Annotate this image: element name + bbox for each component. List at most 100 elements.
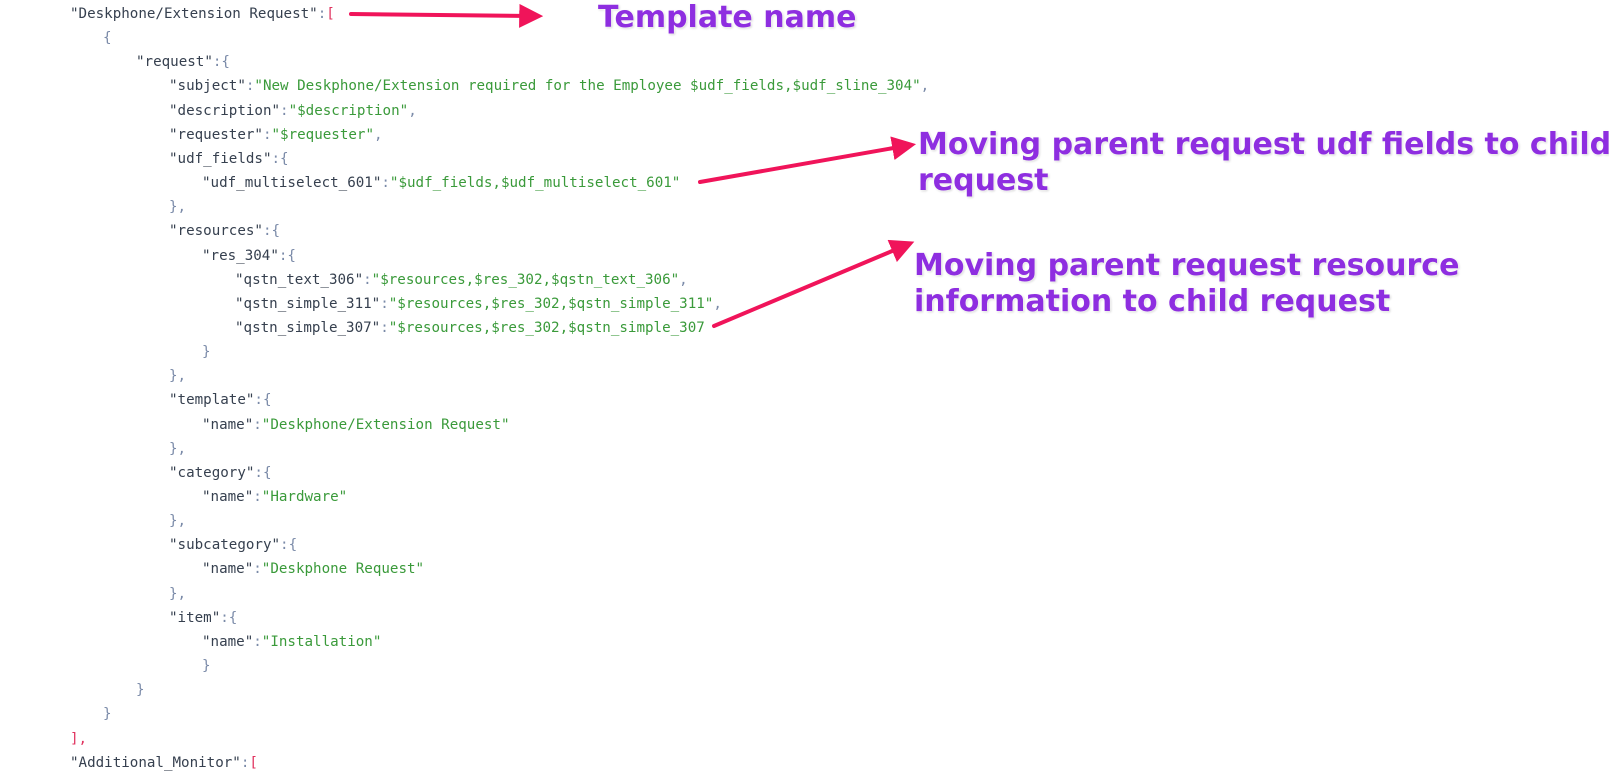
code-line: "resources":{ (169, 220, 280, 242)
code-punctuation: : (253, 489, 262, 505)
code-punctuation: }, (169, 199, 187, 216)
annotation-resources: Moving parent request resource informati… (914, 248, 1460, 319)
code-punctuation: : (245, 78, 255, 95)
code-punctuation: :{ (212, 54, 230, 71)
code-string: "$description" (288, 102, 409, 119)
code-key: "udf_fields" (169, 150, 272, 167)
code-line: "requester":"$requester", (169, 124, 383, 146)
code-punctuation: [ (249, 754, 258, 771)
code-line: { (103, 27, 112, 49)
code-punctuation: :{ (262, 223, 281, 240)
code-line: } (202, 341, 211, 363)
code-punctuation: , (408, 102, 417, 119)
code-punctuation: : (381, 175, 390, 192)
code-key: "name" (202, 489, 254, 505)
code-line: }, (169, 510, 186, 532)
code-string: "Hardware" (261, 489, 348, 505)
code-string: "$resources,$res_302,$qstn_text_306" (371, 271, 680, 288)
code-punctuation: } (103, 706, 112, 723)
code-key: "qstn_simple_311" (235, 295, 381, 312)
code-key: "name" (202, 561, 254, 578)
code-key: "qstn_text_306" (235, 271, 364, 288)
code-punctuation: [ (326, 6, 335, 22)
code-line: "name":"Hardware" (202, 486, 347, 508)
code-punctuation: , (374, 126, 383, 143)
code-string: "Deskphone/Extension Request" (261, 416, 510, 433)
code-key: "request" (136, 54, 213, 71)
code-punctuation: , (920, 78, 930, 95)
code-line: } (136, 679, 145, 701)
code-string: "Installation" (261, 633, 382, 650)
code-line: "category":{ (169, 462, 272, 484)
code-line: "name":"Installation" (202, 631, 381, 653)
code-key: "resources" (169, 223, 263, 240)
code-line: "template":{ (169, 389, 272, 411)
code-punctuation: : (253, 416, 262, 433)
code-key: "qstn_simple_307" (235, 319, 381, 336)
code-key: "Additional_Monitor" (70, 754, 241, 771)
code-key: "subject" (169, 78, 246, 95)
code-line: } (202, 655, 211, 677)
code-punctuation: : (253, 633, 262, 650)
code-punctuation: :{ (220, 609, 238, 626)
code-key: "udf_multiselect_601" (202, 175, 382, 192)
code-punctuation: } (202, 344, 211, 361)
code-key: "template" (169, 392, 255, 409)
code-punctuation: :{ (280, 537, 298, 554)
code-line: "udf_fields":{ (169, 148, 289, 170)
code-key: "description" (169, 102, 281, 119)
code-key: "res_304" (202, 247, 279, 264)
code-punctuation: : (317, 6, 327, 22)
code-punctuation: : (253, 561, 262, 578)
code-key: "requester" (169, 126, 263, 143)
code-line: "Additional_Monitor":[ (70, 752, 258, 774)
code-punctuation: }, (169, 585, 187, 602)
code-key: "item" (169, 609, 221, 626)
code-line: "qstn_simple_307":"$resources,$res_302,$… (235, 317, 705, 339)
code-punctuation: :{ (278, 247, 296, 264)
code-line: "qstn_text_306":"$resources,$res_302,$qs… (235, 269, 688, 291)
code-key: "name" (202, 633, 254, 650)
code-punctuation: , (679, 271, 688, 288)
code-string: "$requester" (271, 126, 375, 143)
code-line: }, (169, 365, 186, 387)
code-punctuation: :{ (271, 150, 289, 167)
code-line: "subject":"New Deskphone/Extension requi… (169, 75, 929, 97)
annotation-udf-fields: Moving parent request udf fields to chil… (918, 127, 1609, 198)
code-line: "name":"Deskphone/Extension Request" (202, 414, 510, 436)
code-line: }, (169, 196, 186, 218)
code-line: "qstn_simple_311":"$resources,$res_302,$… (235, 293, 722, 315)
code-punctuation: } (136, 682, 145, 699)
code-line: "request":{ (136, 51, 230, 73)
code-string: "Deskphone Request" (261, 561, 425, 578)
code-punctuation: :{ (254, 464, 272, 481)
code-punctuation: , (713, 295, 722, 312)
code-punctuation: : (240, 754, 250, 771)
code-punctuation: }, (169, 368, 187, 385)
code-line: }, (169, 583, 186, 605)
code-punctuation: ], (70, 730, 88, 747)
code-punctuation: : (262, 126, 272, 143)
code-line: "Deskphone/Extension Request":[ (70, 3, 335, 25)
code-line: "res_304":{ (202, 245, 296, 267)
code-punctuation: } (202, 658, 211, 675)
code-line: ], (70, 728, 87, 750)
code-key: "name" (202, 416, 254, 433)
code-punctuation: : (380, 319, 389, 336)
code-punctuation: : (380, 295, 389, 312)
code-line: } (103, 703, 112, 725)
code-key: "category" (169, 464, 255, 481)
code-line: "udf_multiselect_601":"$udf_fields,$udf_… (202, 172, 680, 194)
code-string: "$resources,$res_302,$qstn_simple_307 (388, 319, 705, 336)
code-line: "subcategory":{ (169, 534, 297, 556)
code-line: "description":"$description", (169, 100, 417, 122)
annotation-template-name: Template name (598, 0, 857, 35)
code-punctuation: :{ (254, 392, 272, 409)
code-string: "$udf_fields,$udf_multiselect_601" (389, 175, 681, 192)
code-line: }, (169, 438, 186, 460)
code-key: "Deskphone/Extension Request" (70, 6, 318, 22)
code-punctuation: }, (169, 513, 187, 530)
code-punctuation: { (103, 30, 112, 47)
code-punctuation: : (363, 271, 372, 288)
code-line: "item":{ (169, 607, 237, 629)
